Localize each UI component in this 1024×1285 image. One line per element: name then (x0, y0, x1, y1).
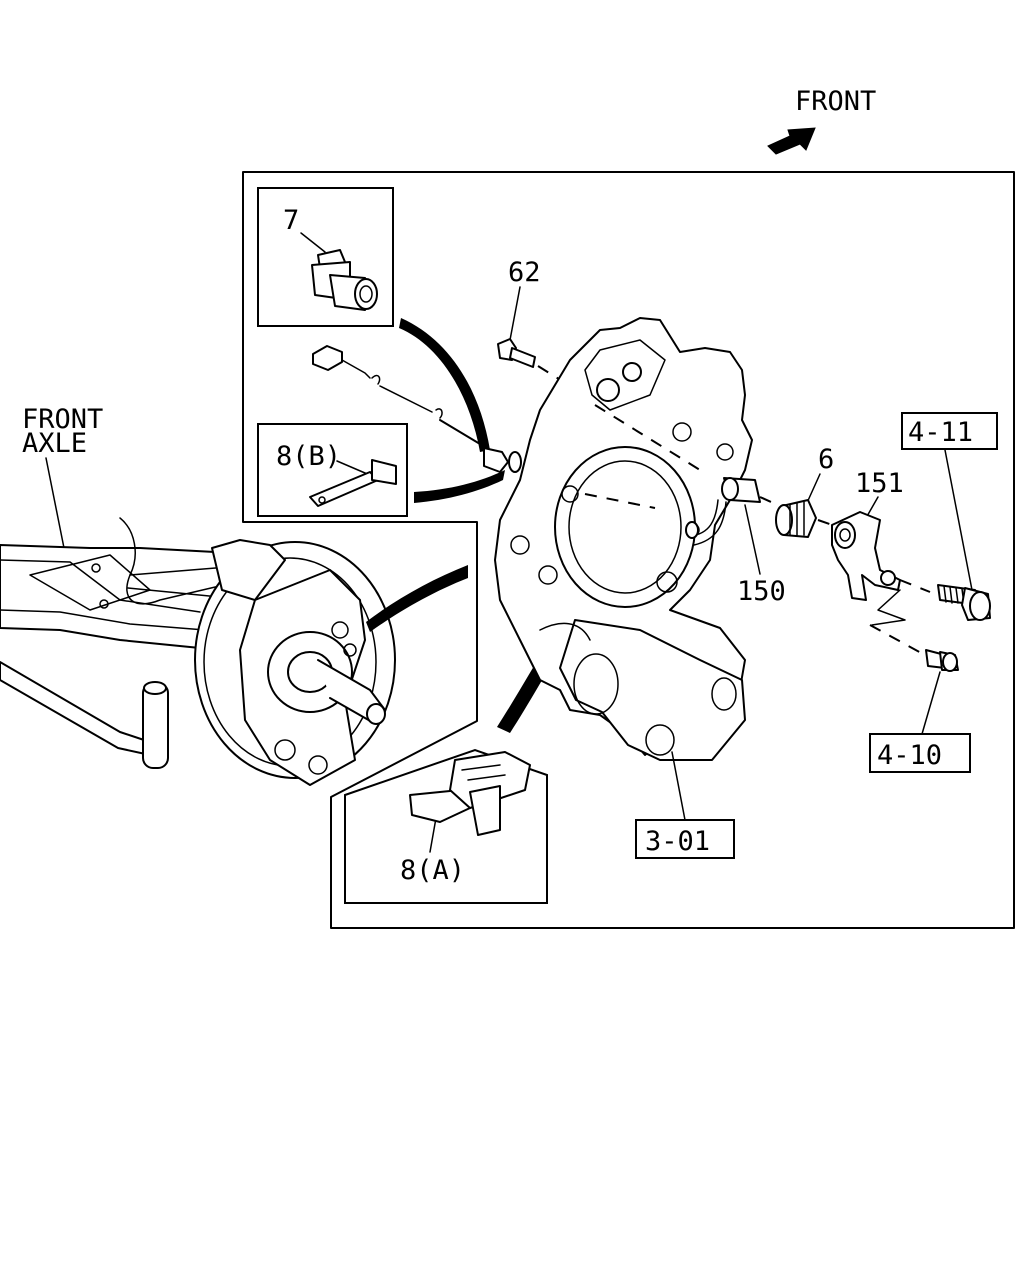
bolt-62: 62 (497, 257, 571, 387)
detail-frame (242, 171, 1015, 929)
ref-box-4-10 (869, 733, 971, 773)
bolt-4-11: 4-11 (901, 412, 998, 621)
label-ref-3-01: 3-01 (645, 826, 710, 857)
front-arrow-icon (767, 127, 816, 155)
inset-part-8a: 8(A) (344, 748, 548, 904)
roller-6: 6 (759, 444, 836, 538)
brake-carrier (494, 317, 761, 761)
lever-151: 151 (831, 468, 931, 656)
callout-8b (414, 470, 505, 503)
axle-label-line1: FRONT (22, 404, 103, 435)
sensor-cable (312, 345, 522, 473)
label-part-8b: 8(B) (276, 441, 341, 472)
inset-part-8b: 8(B) (257, 423, 408, 517)
label-part-151: 151 (855, 468, 904, 499)
label-part-8a: 8(A) (400, 855, 465, 886)
front-axle-overview: FRONT AXLE (0, 404, 396, 786)
axle-label-line2: AXLE (22, 428, 87, 459)
label-ref-4-10: 4-10 (877, 740, 942, 771)
label-part-62: 62 (508, 257, 541, 288)
label-part-7: 7 (283, 205, 299, 236)
label-part-150: 150 (737, 576, 786, 607)
ref-box-4-11 (901, 412, 998, 450)
inset-part-7: 7 (257, 187, 394, 327)
callout-7 (399, 318, 490, 452)
label-part-6: 6 (818, 444, 834, 475)
callout-overview (366, 565, 468, 632)
label-ref-4-11: 4-11 (908, 417, 973, 448)
front-label: FRONT (795, 86, 876, 117)
bolt-4-10: 4-10 (869, 649, 971, 773)
